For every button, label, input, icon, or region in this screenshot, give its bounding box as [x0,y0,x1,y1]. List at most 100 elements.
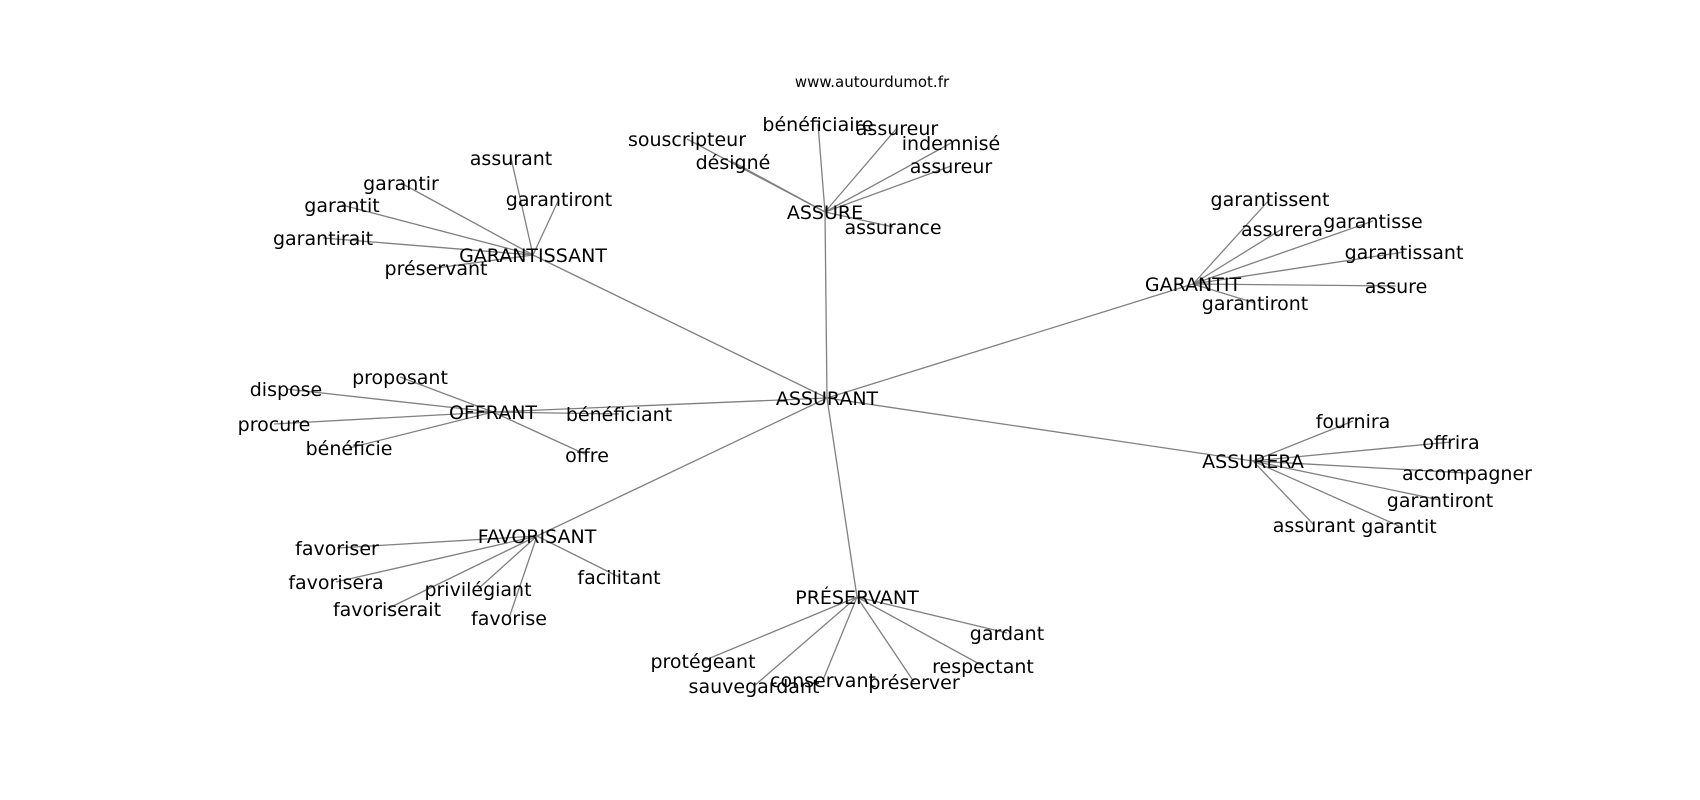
word-node: fournira [1316,411,1391,433]
word-node: offre [565,445,609,467]
word-node: privilégiant [424,579,531,601]
word-node: garantiront [506,189,612,211]
word-node: bénéficiant [566,404,672,426]
word-node: garantirait [273,228,373,250]
word-node: accompagner [1402,463,1532,485]
word-node: garantissent [1211,189,1330,211]
edge-hub-to-word [536,535,620,578]
edge-hub-to-word [824,211,894,228]
edge-center-to-hub [492,397,828,413]
word-node: assurera [1241,219,1323,241]
edge-hub-to-word [1252,441,1452,462]
word-node: assure [1365,276,1428,298]
word-node: assureur [910,156,993,178]
word-node: garantit [1361,516,1436,538]
edge-hub-to-word [492,411,588,456]
word-node: sauvegardant [689,676,820,698]
edge-hub-to-word [273,411,494,425]
edge-hub-to-word [856,596,984,667]
hub-node: GARANTIT [1145,274,1242,296]
word-node: favorisera [288,572,383,594]
word-node: bénéficie [306,438,393,460]
edge-hub-to-word [753,596,858,687]
edge-hub-to-word [1252,460,1315,526]
edge-hub-to-word [477,535,538,590]
edge-hub-to-word [1192,251,1405,285]
edge-hub-to-word [285,388,494,413]
hub-node: PRÉSERVANT [795,586,919,609]
hub-node: ASSURERA [1202,451,1304,473]
word-node: protégeant [650,651,755,673]
edge-hub-to-word [1192,198,1271,285]
word-node: bénéficiaire [762,114,873,136]
edge-hub-to-word [1192,283,1256,304]
edge-hub-to-word [1252,460,1441,501]
edge-hub-to-word [1252,420,1354,462]
edge-hub-to-word [856,596,915,683]
word-node: gardant [970,623,1044,645]
word-node: préservant [385,258,488,280]
word-node: facilitant [577,567,660,589]
center-node: ASSURANT [776,388,879,410]
word-node: conservant [770,670,876,692]
word-node: dispose [250,379,323,401]
edge-hub-to-word [732,161,826,213]
edge-hub-to-word [335,535,538,583]
word-node: favoriserait [333,599,441,621]
edge-center-to-hub [824,211,828,399]
edge-hub-to-word [824,127,898,213]
edge-hub-to-word [341,204,534,256]
edge-hub-to-word [386,535,538,610]
edge-hub-to-word [822,596,858,681]
word-node: assurance [844,217,941,239]
word-node: garantisse [1323,211,1422,233]
hub-node: FAVORISANT [478,526,597,548]
edge-hub-to-word [702,596,858,662]
edge-hub-to-word [1252,460,1468,474]
edge-hub-to-word [824,165,952,213]
edge-hub-to-word [1252,460,1400,527]
edge-center-to-hub [532,254,828,399]
word-node: préserver [868,672,959,694]
edge-hub-to-word [1192,220,1374,285]
word-node: favorise [471,608,547,630]
edge-hub-to-word [856,596,1008,634]
hub-node: GARANTISSANT [459,245,607,267]
word-node: proposant [352,367,448,389]
word-node: désigné [696,152,771,174]
word-node: indemnisé [902,133,1001,155]
edge-hub-to-word [336,535,538,549]
word-node: procure [238,414,311,436]
edge-hub-to-word [824,142,952,213]
edge-hub-to-word [532,198,560,256]
edge-hub-to-word [508,535,538,619]
word-node: assurant [1273,515,1355,537]
word-node: offrira [1422,432,1479,454]
word-node: favoriser [295,538,379,560]
edge-hub-to-word [322,237,534,256]
edge-center-to-hub [826,397,1254,462]
edge-hub-to-word [510,157,534,256]
word-node: assurant [470,148,552,170]
edge-hub-to-word [817,123,826,213]
word-node: garantissant [1345,242,1464,264]
graph-edges [273,123,1468,687]
edge-center-to-hub [536,397,828,537]
word-node: souscripteur [628,129,746,151]
edge-hub-to-word [348,411,494,449]
edge-hub-to-word [399,376,494,413]
hub-node: OFFRANT [449,402,537,424]
graph-labels: www.autourdumot.fr ASSURANTASSUREbénéfic… [238,73,1533,698]
word-node: garantit [304,195,379,217]
edge-hub-to-word [435,254,534,269]
word-node: garantir [363,173,439,195]
word-node: assureur [856,118,939,140]
edge-hub-to-word [400,182,534,256]
word-node: garantiront [1387,490,1493,512]
word-node: garantiront [1202,293,1308,315]
edge-center-to-hub [826,397,858,598]
edge-hub-to-word [1192,228,1283,285]
source-watermark: www.autourdumot.fr [795,73,950,91]
edge-hub-to-word [1192,283,1397,287]
